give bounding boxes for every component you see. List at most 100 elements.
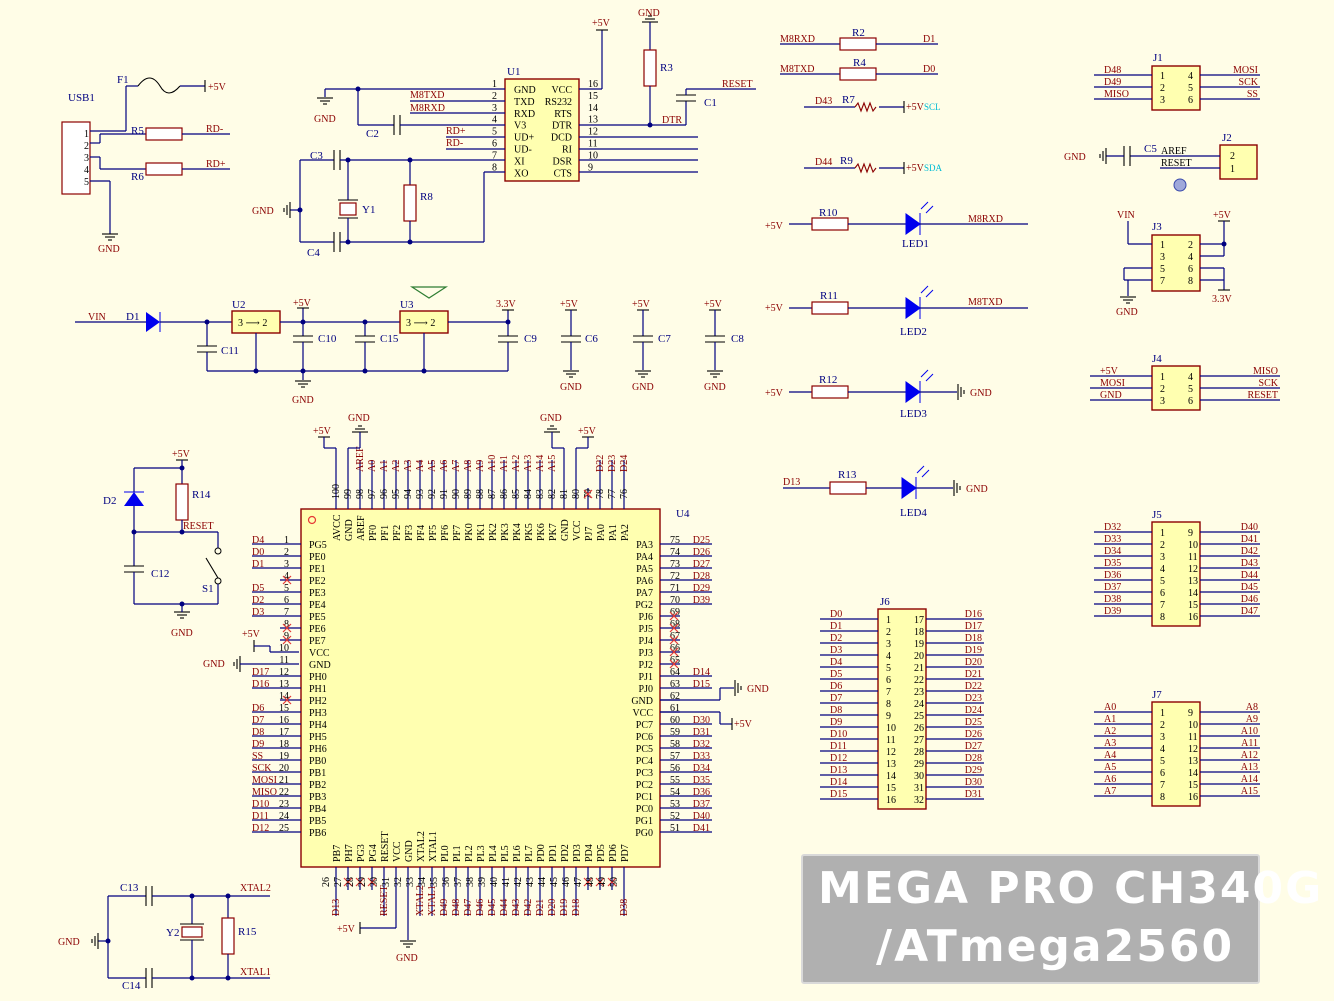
j7-pin-13: 13 (1188, 756, 1198, 767)
j5-right-4: D44 (1241, 570, 1258, 581)
mcu-pin-80: 80 (571, 489, 582, 499)
mcu-sig-pl6: PL6 (512, 845, 523, 862)
j6-pin-2: 2 (886, 627, 891, 638)
mcu-sig-pa3: PA3 (636, 540, 653, 551)
j6-pin-24: 24 (914, 699, 924, 710)
resistor-r5 (145, 127, 183, 141)
mcu-sig-pj3: PJ3 (639, 648, 653, 659)
banner-line2: /ATmega2560 (876, 921, 1234, 972)
mcu-net-d28: D28 (693, 571, 710, 582)
u1-rdp: RD+ (446, 126, 466, 137)
power-section: VIN D1 U2 3 ⟶ 2 +5V U3 3 ⟶ 2 3.3V C11 (75, 286, 744, 406)
j1-pin-6: 6 (1188, 95, 1193, 106)
c8-5v: +5V (704, 299, 723, 310)
mcu-sig-pd1: PD1 (548, 844, 559, 862)
mcu-sig-ph7: PH7 (344, 844, 355, 862)
mcu-pin-42: 42 (513, 877, 524, 887)
j6-right-4: D20 (965, 657, 982, 668)
j4-pin-6: 6 (1188, 396, 1193, 407)
c12-ref: C12 (151, 568, 169, 580)
j7-pin-10: 10 (1188, 720, 1198, 731)
j4-right-0: MISO (1253, 366, 1278, 377)
mcu-pin-69: 69 (670, 607, 680, 618)
mcu-pin-39: 39 (477, 877, 488, 887)
j5-pin-1: 1 (1160, 528, 1165, 539)
mcu-sig-ph0: PH0 (309, 672, 327, 683)
mcu-sig-pe2: PE2 (309, 576, 326, 587)
mcu-pin-92: 92 (427, 489, 438, 499)
j5-pin-4: 4 (1160, 564, 1165, 575)
mcu-pin-62: 62 (670, 691, 680, 702)
u1-sig-dsr: DSR (553, 156, 573, 167)
j3-gnd: GND (1116, 307, 1138, 318)
j6-right-1: D17 (965, 621, 982, 632)
r11-ref: R11 (820, 290, 838, 302)
j6-right-3: D19 (965, 645, 982, 656)
r9-d44: D44 (815, 157, 832, 168)
decoupling-c8: +5V C8 GND (704, 299, 744, 393)
mcu-pin-10: 10 (279, 643, 289, 654)
mcu-net-d36: D36 (693, 787, 710, 798)
j1-left-0: D48 (1104, 65, 1121, 76)
j6-left-7: D7 (830, 693, 842, 704)
mcu-pin-68: 68 (670, 619, 680, 630)
mcu-pin-94: 94 (403, 489, 414, 499)
j6-right-15: D31 (965, 789, 982, 800)
c15-ref: C15 (380, 333, 399, 345)
j5-pin-12: 12 (1188, 564, 1198, 575)
mcu-pin-7: 7 (284, 607, 289, 618)
crystal-y2 (181, 926, 203, 938)
j7-right-0: A8 (1246, 702, 1258, 713)
mcu-pin-4: 4 (284, 571, 289, 582)
mcu-net-a10: A10 (487, 455, 498, 472)
j2-body (1219, 144, 1258, 180)
r6-ref: R6 (131, 171, 144, 183)
mcu-sig-pl0: PL0 (440, 845, 451, 862)
mcu-pin-19: 19 (279, 751, 289, 762)
j6-pin-25: 25 (914, 711, 924, 722)
j5-left-6: D38 (1104, 594, 1121, 605)
mcu-sig-pf6: PF6 (440, 525, 451, 541)
j1-right-2: SS (1247, 89, 1258, 100)
j6-right-10: D26 (965, 729, 982, 740)
mcu-sig-pb7: PB7 (332, 845, 343, 862)
led3-ref: LED3 (900, 408, 927, 420)
u4-left-5v: +5V (242, 629, 261, 640)
u4-top-5v2: +5V (578, 426, 597, 437)
led3-diode (905, 381, 921, 403)
y1-gnd: GND (252, 206, 274, 217)
led4-d13: D13 (783, 477, 800, 488)
mcu-sig-pl4: PL4 (488, 845, 499, 862)
mcu-pin-32: 32 (393, 877, 404, 887)
led1-m8rxd: M8RXD (968, 214, 1003, 225)
mcu-sig-pb5: PB5 (309, 816, 326, 827)
mcu-top-pins: 100AVCC99GND98AREFAREF97PF0A096PF1A195PF… (331, 446, 631, 541)
j6-pin-1: 1 (886, 615, 891, 626)
j4-left-2: GND (1100, 390, 1122, 401)
j3-vin: VIN (1117, 210, 1135, 221)
mcu-pin-67: 67 (670, 631, 680, 642)
mcu-pin-89: 89 (463, 489, 474, 499)
mcu-net-d26: D26 (693, 547, 710, 558)
j7-ref: J7 (1152, 689, 1162, 701)
r4-m8txd: M8TXD (780, 64, 814, 75)
u3-marker (409, 286, 449, 299)
u1-pin-14: 14 (588, 103, 598, 114)
j1-left-2: MISO (1104, 89, 1129, 100)
u1-pin-10: 10 (588, 150, 598, 161)
j6-right-6: D22 (965, 681, 982, 692)
mcu-net-reset: RESET (379, 885, 390, 916)
mcu-sig-pb3: PB3 (309, 792, 326, 803)
j6-pin-7: 7 (886, 687, 891, 698)
usb-gnd: GND (98, 244, 120, 255)
mcu-pin-5: 5 (284, 583, 289, 594)
mcu-pin-77: 77 (607, 489, 618, 499)
mcu-pin-26: 26 (321, 877, 332, 887)
mcu-net-a11: A11 (499, 455, 510, 472)
j7-right-1: A9 (1246, 714, 1258, 725)
